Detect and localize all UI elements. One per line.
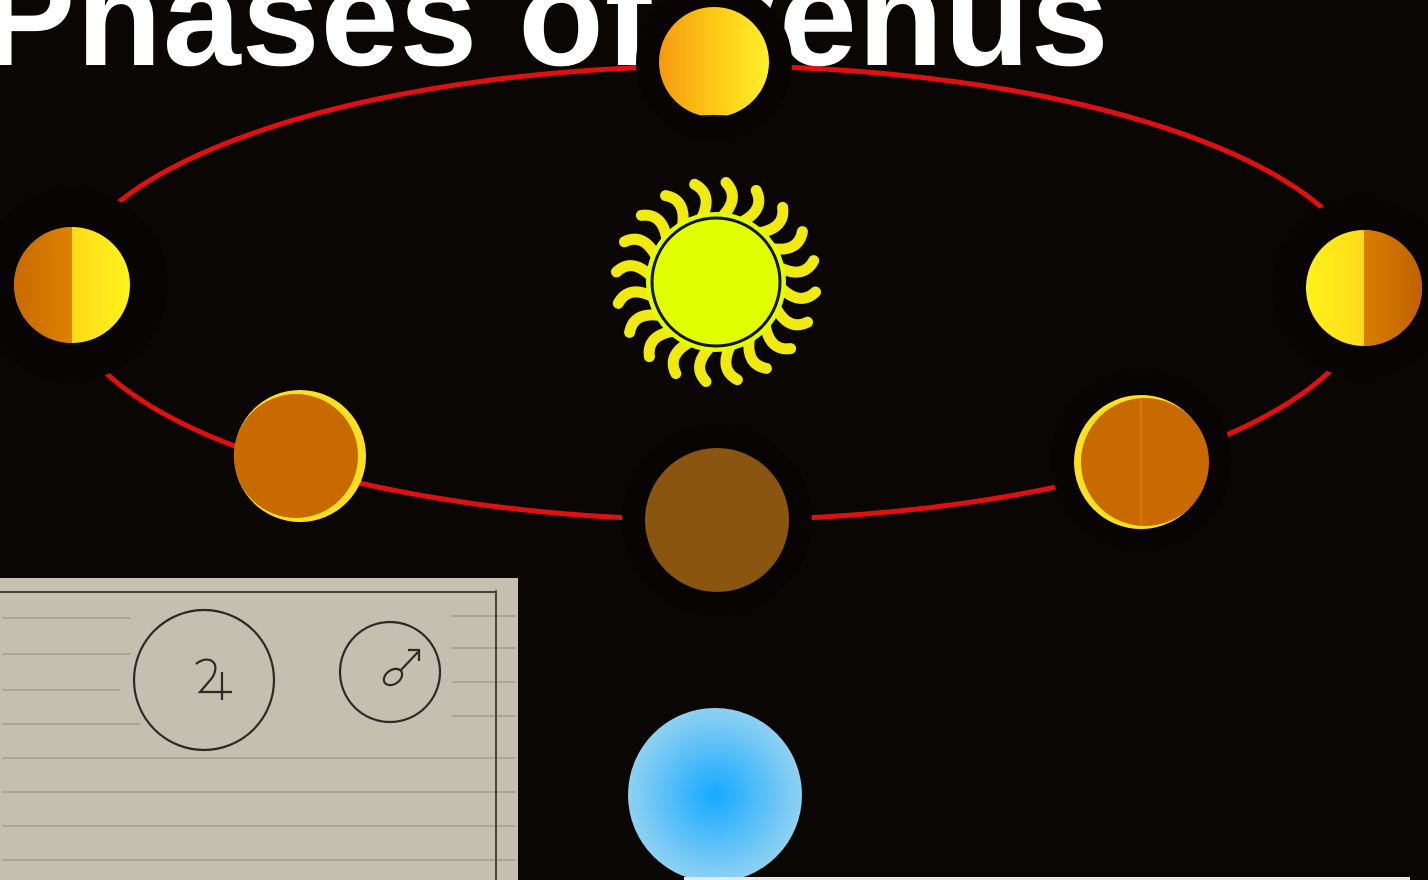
sun-ray <box>666 196 684 225</box>
sun-ray <box>695 184 706 217</box>
sun-ray <box>617 266 651 276</box>
sun-ray <box>782 289 816 299</box>
sun <box>617 183 816 382</box>
venus-crescent-right <box>1051 370 1231 550</box>
sun-ray <box>700 348 710 382</box>
earth <box>628 708 802 880</box>
sun-ray <box>776 309 807 325</box>
sun-ray <box>773 232 802 250</box>
sun-ray <box>765 326 790 349</box>
sun-ray <box>743 191 759 222</box>
sun-ray <box>673 342 689 373</box>
venus-crescent-left <box>234 390 366 522</box>
sun-ray <box>749 339 767 368</box>
galileo-book-page <box>0 578 518 880</box>
venus-new-phase <box>622 425 812 615</box>
sun-ray <box>649 331 672 356</box>
venus-quarter-left <box>0 189 168 381</box>
venus-quarter-right <box>1272 198 1428 378</box>
sun-ray <box>618 292 651 303</box>
sun-ray <box>781 261 814 272</box>
venus-full-phase <box>636 0 792 140</box>
sun-ray <box>726 347 737 380</box>
sun-ray <box>760 207 783 232</box>
sun-ray <box>723 183 733 217</box>
sun-ray <box>625 239 656 255</box>
sun-ray <box>641 215 666 238</box>
sun-ray <box>630 315 659 333</box>
